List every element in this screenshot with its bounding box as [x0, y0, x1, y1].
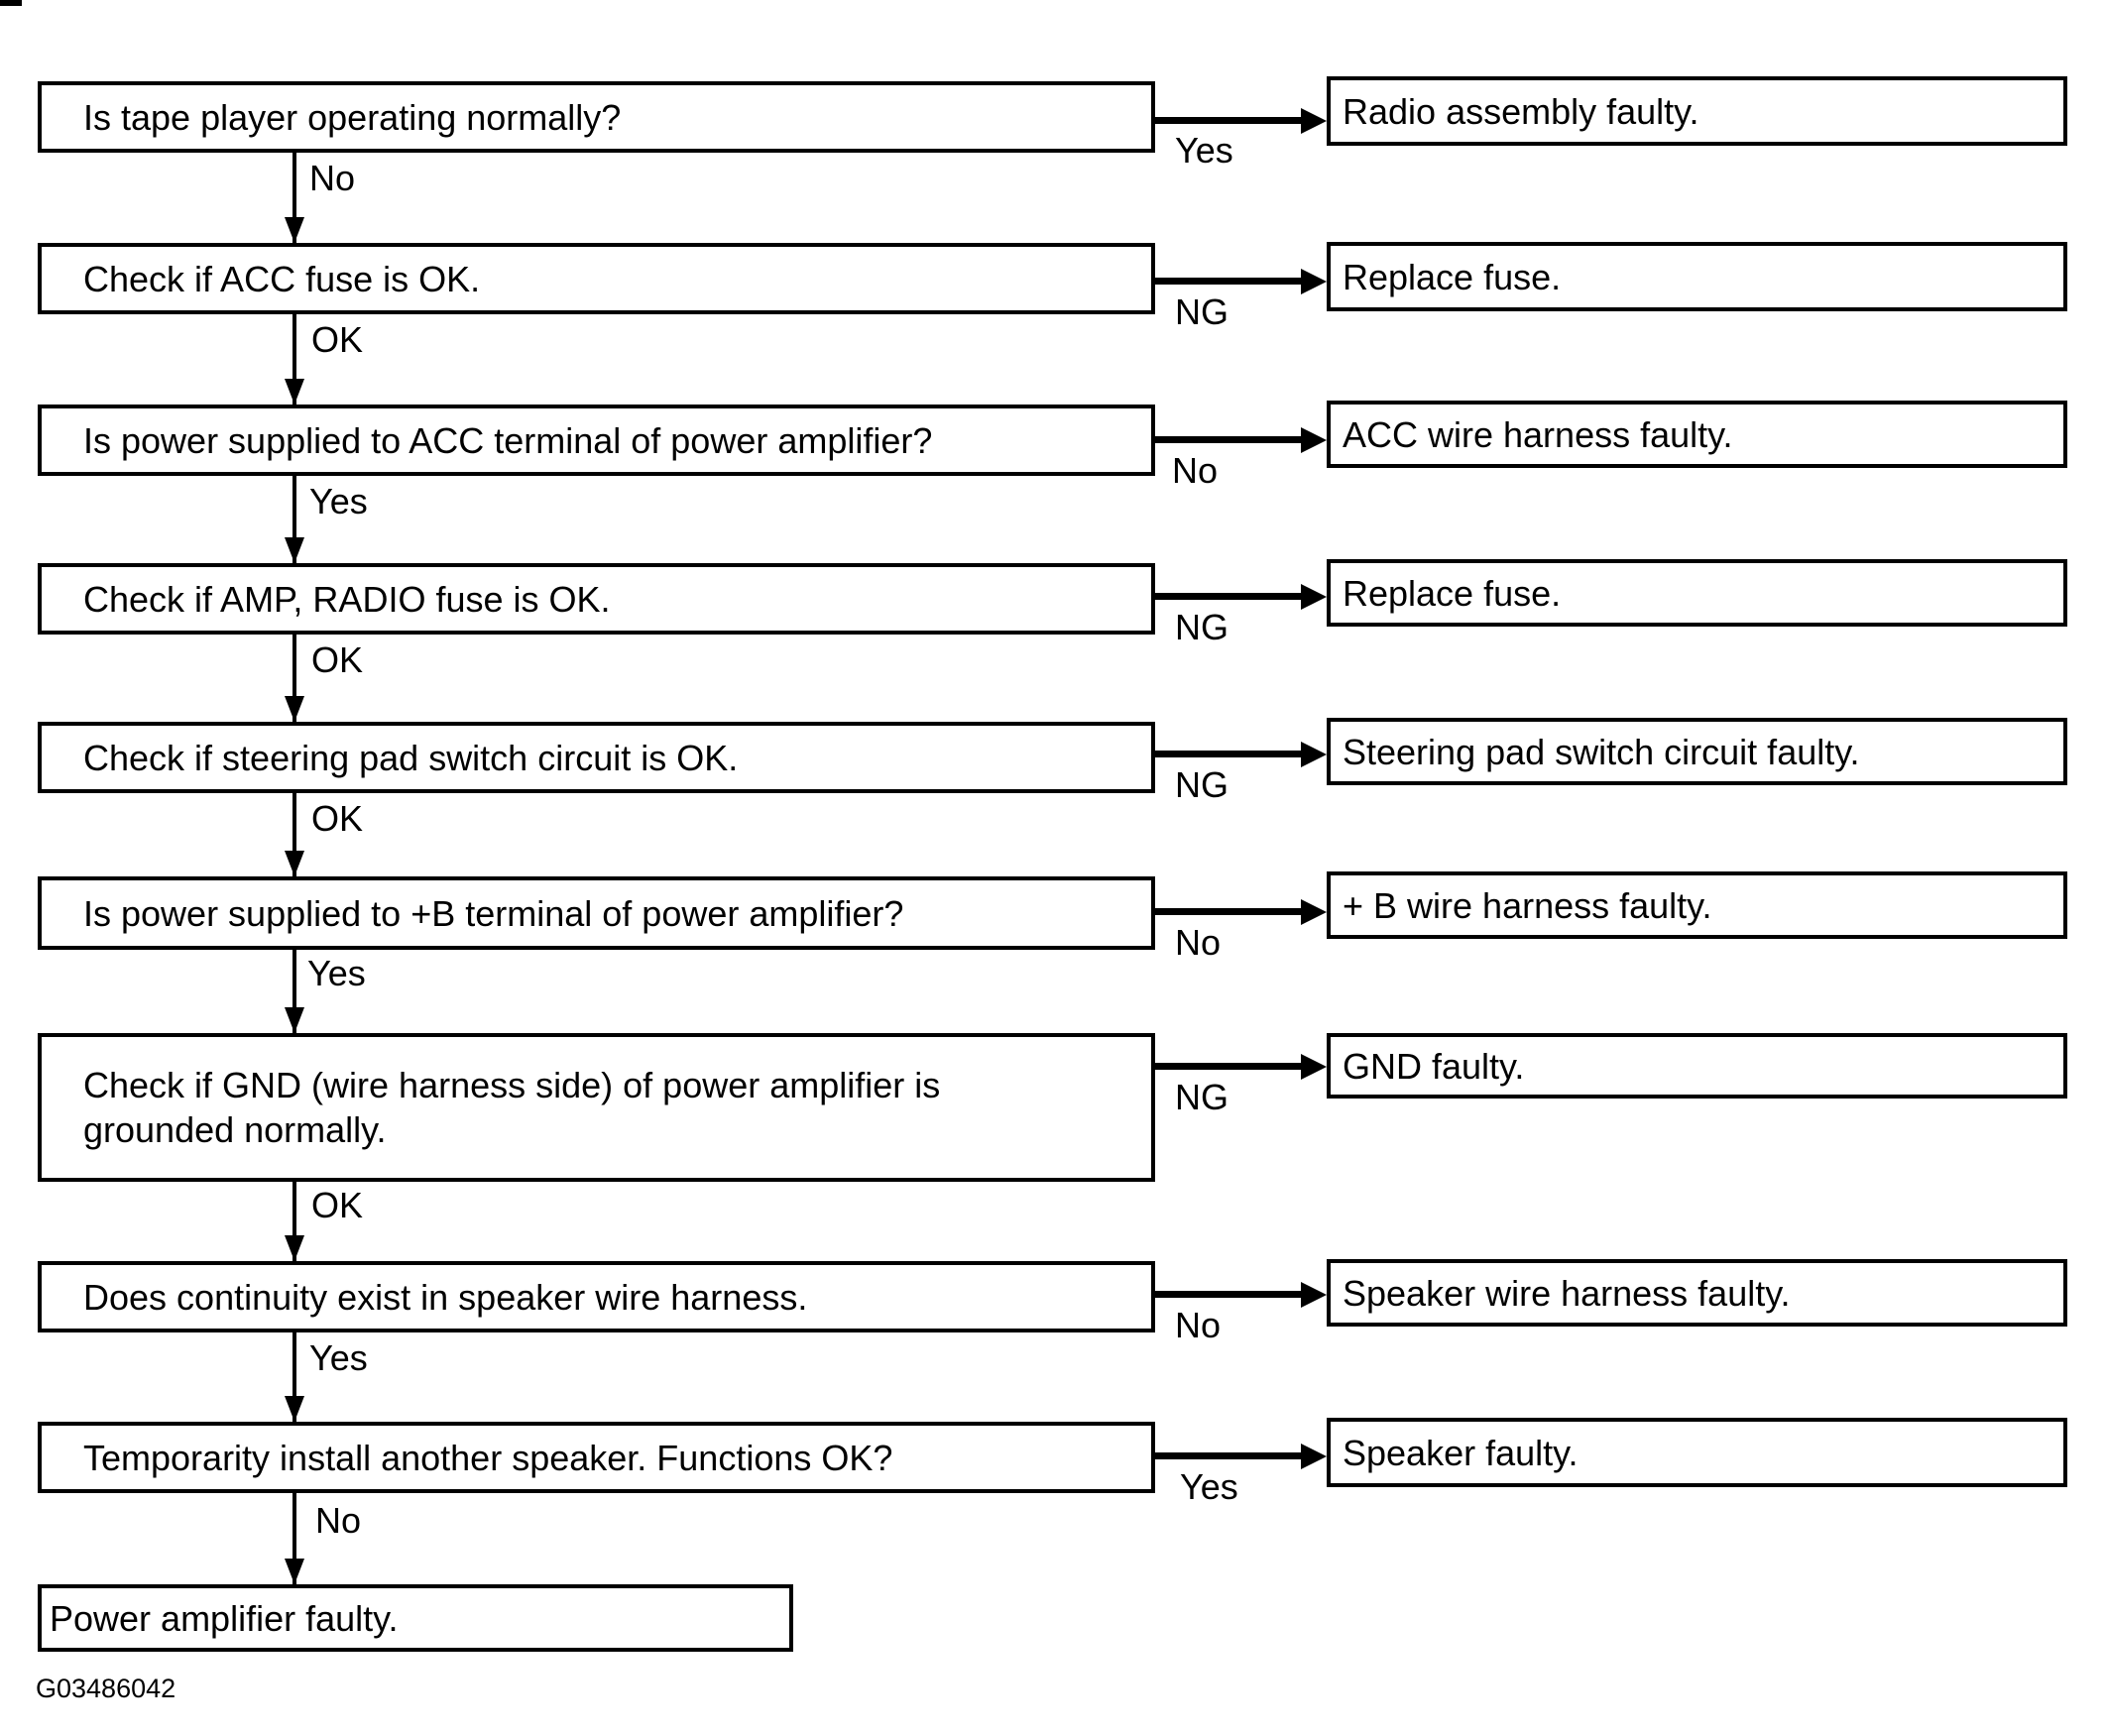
- branch-label: OK: [311, 639, 364, 680]
- question-box: Check if AMP, RADIO fuse is OK.: [38, 563, 1155, 635]
- result-box: Speaker wire harness faulty.: [1327, 1259, 2067, 1327]
- result-box: + B wire harness faulty.: [1327, 871, 2067, 939]
- branch-label: OK: [311, 319, 364, 360]
- arrow-down-icon: [292, 314, 296, 405]
- question-box: Check if steering pad switch circuit is …: [38, 722, 1155, 793]
- arrow-down-icon: [292, 1493, 296, 1584]
- branch-label: No: [1175, 1305, 1222, 1345]
- result-box: GND faulty.: [1327, 1033, 2067, 1099]
- arrow-right-icon: [1155, 278, 1301, 285]
- result-box: Steering pad switch circuit faulty.: [1327, 718, 2067, 785]
- arrow-down-icon: [292, 476, 296, 563]
- result-box: ACC wire harness faulty.: [1327, 401, 2067, 468]
- final-result-box: Power amplifier faulty.: [38, 1584, 793, 1652]
- branch-label: Yes: [309, 1337, 368, 1378]
- branch-label: NG: [1175, 764, 1228, 805]
- arrow-right-icon: [1155, 1063, 1301, 1070]
- branch-label: NG: [1175, 291, 1228, 332]
- branch-label: No: [1175, 922, 1222, 963]
- figure-code: G03486042: [36, 1674, 176, 1703]
- arrow-right-icon: [1155, 436, 1301, 443]
- question-box: Is power supplied to +B terminal of powe…: [38, 876, 1155, 950]
- arrow-right-icon: [1155, 1291, 1301, 1298]
- arrow-right-icon: [1155, 1452, 1301, 1459]
- branch-label: No: [315, 1500, 362, 1541]
- result-box: Replace fuse.: [1327, 559, 2067, 627]
- question-box: Is tape player operating normally?: [38, 81, 1155, 153]
- scan-artifact-mark: [0, 0, 22, 6]
- result-box: Speaker faulty.: [1327, 1418, 2067, 1487]
- arrow-down-icon: [292, 635, 296, 722]
- question-box: Is power supplied to ACC terminal of pow…: [38, 405, 1155, 476]
- question-box: Check if ACC fuse is OK.: [38, 243, 1155, 314]
- branch-label: Yes: [1180, 1466, 1238, 1507]
- arrow-down-icon: [292, 1182, 296, 1261]
- arrow-right-icon: [1155, 593, 1301, 600]
- question-box: Check if GND (wire harness side) of powe…: [38, 1033, 1155, 1182]
- branch-label: NG: [1175, 1077, 1228, 1117]
- arrow-down-icon: [292, 793, 296, 876]
- branch-label: Yes: [307, 953, 366, 993]
- arrow-down-icon: [292, 153, 296, 243]
- branch-label: OK: [311, 1185, 364, 1225]
- arrow-right-icon: [1155, 751, 1301, 757]
- branch-label: NG: [1175, 607, 1228, 647]
- question-box: Does continuity exist in speaker wire ha…: [38, 1261, 1155, 1332]
- branch-label: Yes: [1175, 130, 1233, 171]
- branch-label: Yes: [309, 481, 368, 521]
- question-box: Temporarity install another speaker. Fun…: [38, 1422, 1155, 1493]
- branch-label: No: [309, 158, 356, 198]
- result-box: Radio assembly faulty.: [1327, 76, 2067, 146]
- branch-label: No: [1172, 450, 1219, 491]
- arrow-right-icon: [1155, 117, 1301, 124]
- arrow-right-icon: [1155, 908, 1301, 915]
- branch-label: OK: [311, 798, 364, 839]
- result-box: Replace fuse.: [1327, 242, 2067, 311]
- arrow-down-icon: [292, 1332, 296, 1422]
- arrow-down-icon: [292, 950, 296, 1033]
